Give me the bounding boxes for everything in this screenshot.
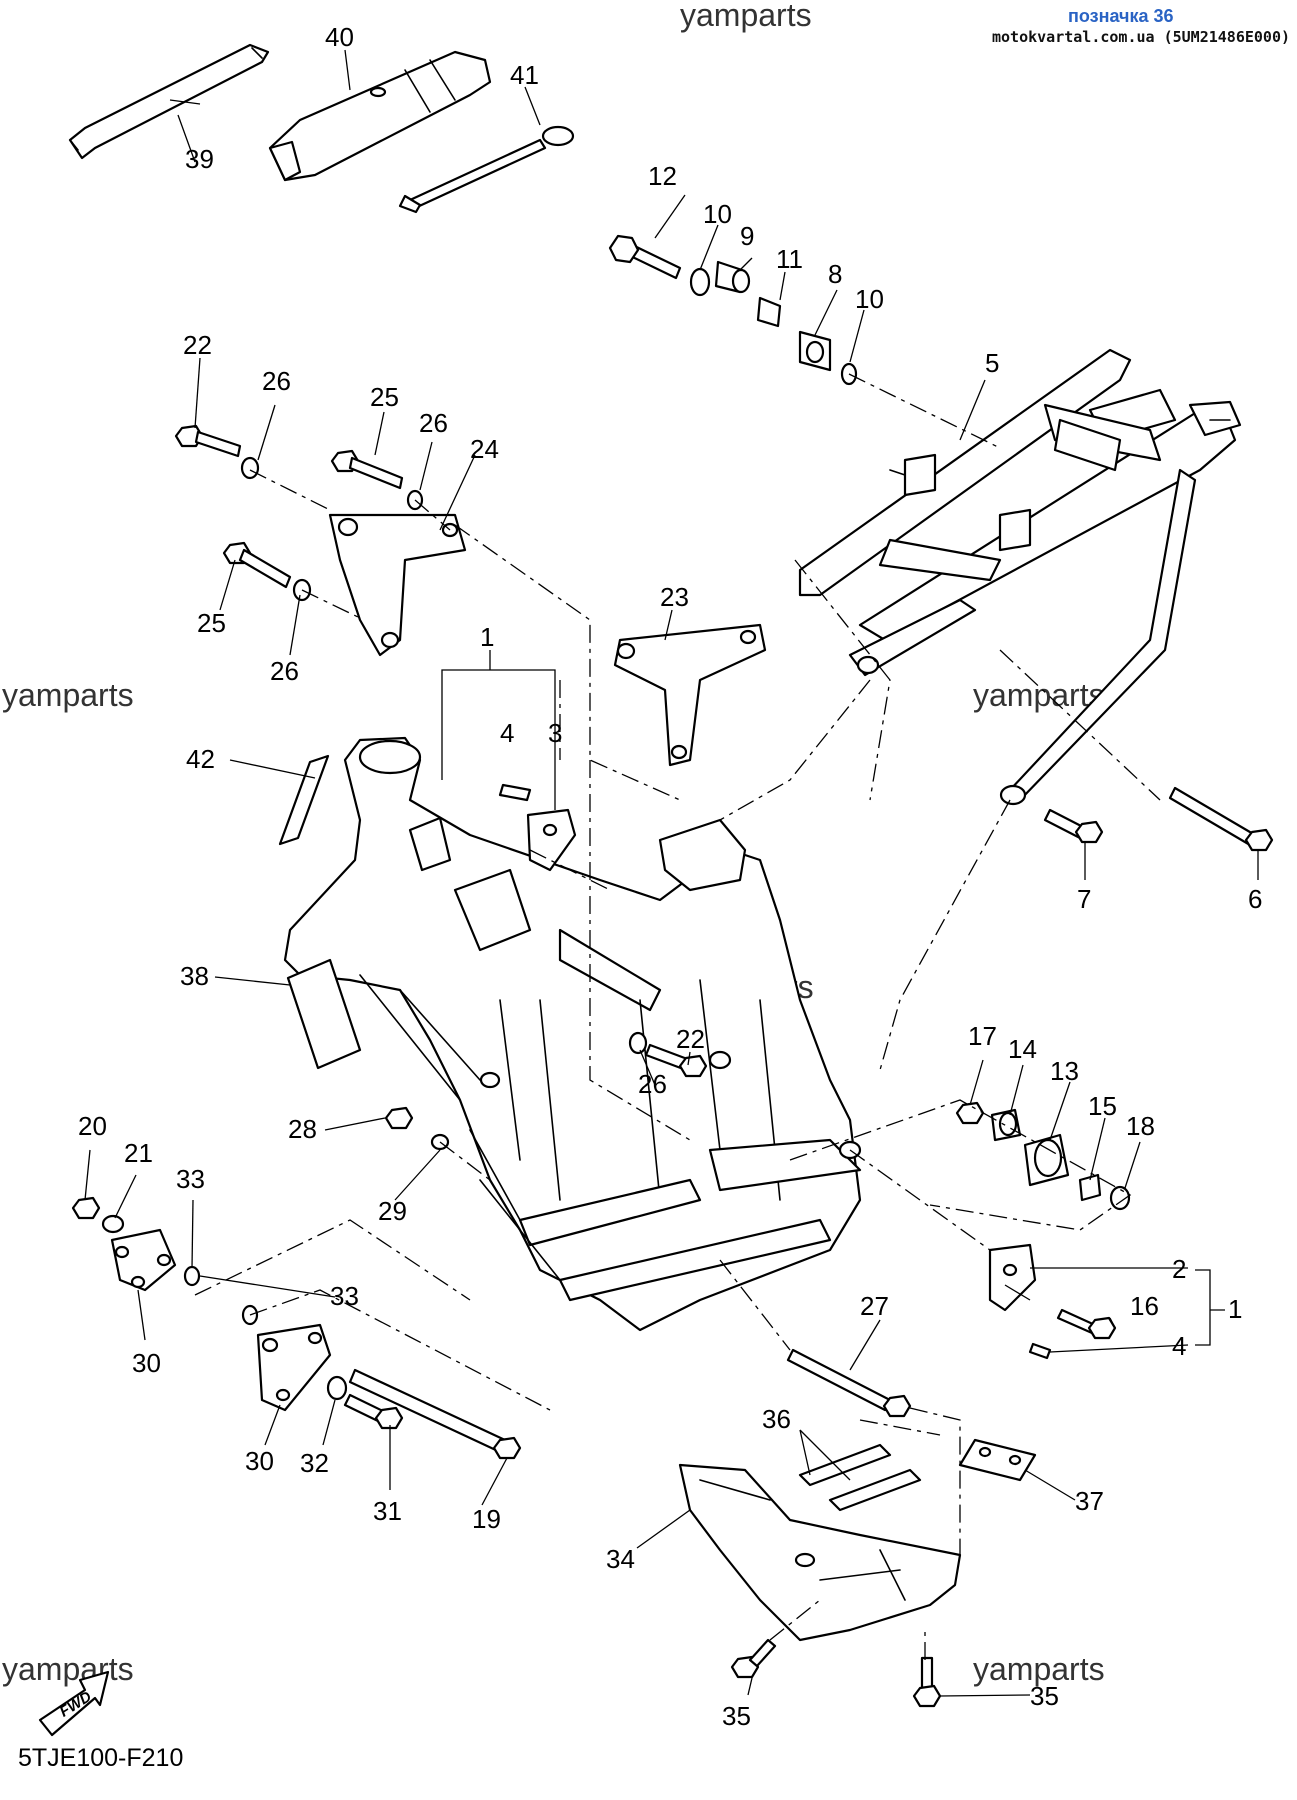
callout-4: 4 xyxy=(500,718,514,748)
socket-wrench-tool xyxy=(268,50,492,182)
callout-35: 35 xyxy=(1030,1681,1059,1711)
watermark: yamparts xyxy=(973,1651,1105,1687)
front-bracket xyxy=(526,808,1037,1312)
callout-10: 10 xyxy=(703,199,732,229)
callout-31: 31 xyxy=(373,1496,402,1526)
main-frame xyxy=(283,736,862,1332)
callout-26: 26 xyxy=(262,366,291,396)
callout-14: 14 xyxy=(1008,1034,1037,1064)
callout-16: 16 xyxy=(1130,1291,1159,1321)
callout-20: 20 xyxy=(78,1111,107,1141)
engine-bracket-lower-b xyxy=(256,1323,332,1412)
callout-10: 10 xyxy=(855,284,884,314)
callout-17: 17 xyxy=(968,1021,997,1051)
skid-plate xyxy=(678,1463,962,1642)
callout-12: 12 xyxy=(648,161,677,191)
callout-21: 21 xyxy=(124,1138,153,1168)
skid-plate-bracket xyxy=(958,1438,1037,1482)
callout-leaders xyxy=(84,49,1259,1697)
skid-pads xyxy=(798,1443,922,1512)
callout-30: 30 xyxy=(132,1348,161,1378)
callout-30: 30 xyxy=(245,1446,274,1476)
diagram-code: 5TJE100-F210 xyxy=(18,1744,183,1772)
rear-bolt-assembly xyxy=(608,234,858,386)
spanner-tool xyxy=(68,43,270,160)
watermark: yamparts xyxy=(680,0,812,33)
callout-numbers: 1 1 2 3 4 4 5 6 7 8 9 10 10 11 12 13 14 … xyxy=(78,22,1262,1731)
callout-29: 29 xyxy=(378,1196,407,1226)
callout-25: 25 xyxy=(370,382,399,412)
callout-32: 32 xyxy=(300,1448,329,1478)
callout-26: 26 xyxy=(419,408,448,438)
callout-23: 23 xyxy=(660,582,689,612)
callout-24: 24 xyxy=(470,434,499,464)
callout-19: 19 xyxy=(472,1504,501,1534)
callout-3: 3 xyxy=(548,718,562,748)
callout-13: 13 xyxy=(1050,1056,1079,1086)
callout-38: 38 xyxy=(180,961,209,991)
callout-4: 4 xyxy=(1172,1331,1186,1361)
handle-rod-tool xyxy=(398,125,575,214)
callout-37: 37 xyxy=(1075,1486,1104,1516)
callout-36: 36 xyxy=(762,1404,791,1434)
callout-8: 8 xyxy=(828,259,842,289)
callout-42: 42 xyxy=(186,744,215,774)
engine-bracket-upper xyxy=(613,623,767,767)
callout-28: 28 xyxy=(288,1114,317,1144)
callout-1: 1 xyxy=(480,622,494,652)
watermark: yamparts xyxy=(2,1651,134,1687)
callout-11: 11 xyxy=(776,244,803,274)
watermark: yamparts xyxy=(973,677,1105,713)
callout-26: 26 xyxy=(270,656,299,686)
callout-25: 25 xyxy=(197,608,226,638)
assembly-lines xyxy=(194,373,1161,1660)
callout-27: 27 xyxy=(860,1291,889,1321)
header-source: motokvartal.com.ua (5UM21486E000) xyxy=(992,28,1290,46)
callout-35: 35 xyxy=(722,1701,751,1731)
callout-33: 33 xyxy=(330,1281,359,1311)
callout-41: 41 xyxy=(510,60,539,90)
engine-bracket-lower-a xyxy=(110,1228,177,1292)
callout-22: 22 xyxy=(183,330,212,360)
callout-39: 39 xyxy=(185,144,214,174)
callout-7: 7 xyxy=(1077,884,1091,914)
callout-1: 1 xyxy=(1228,1294,1242,1324)
callout-40: 40 xyxy=(325,22,354,52)
bolts-and-fasteners xyxy=(71,424,1274,1708)
frame-decal-upper xyxy=(278,754,330,846)
callout-33: 33 xyxy=(176,1164,205,1194)
header-label: позначка 36 xyxy=(1068,6,1174,26)
callout-2: 2 xyxy=(1172,1254,1186,1284)
callout-9: 9 xyxy=(740,221,754,251)
callout-34: 34 xyxy=(606,1544,635,1574)
callout-18: 18 xyxy=(1126,1111,1155,1141)
rear-subframe xyxy=(798,348,1242,806)
engine-bracket-left xyxy=(328,513,467,657)
callout-5: 5 xyxy=(985,348,999,378)
callout-15: 15 xyxy=(1088,1091,1117,1121)
watermark: yamparts xyxy=(2,677,134,713)
callout-26: 26 xyxy=(638,1069,667,1099)
callout-6: 6 xyxy=(1248,884,1262,914)
callout-22: 22 xyxy=(676,1024,705,1054)
frame-decal-lower xyxy=(286,958,362,1070)
